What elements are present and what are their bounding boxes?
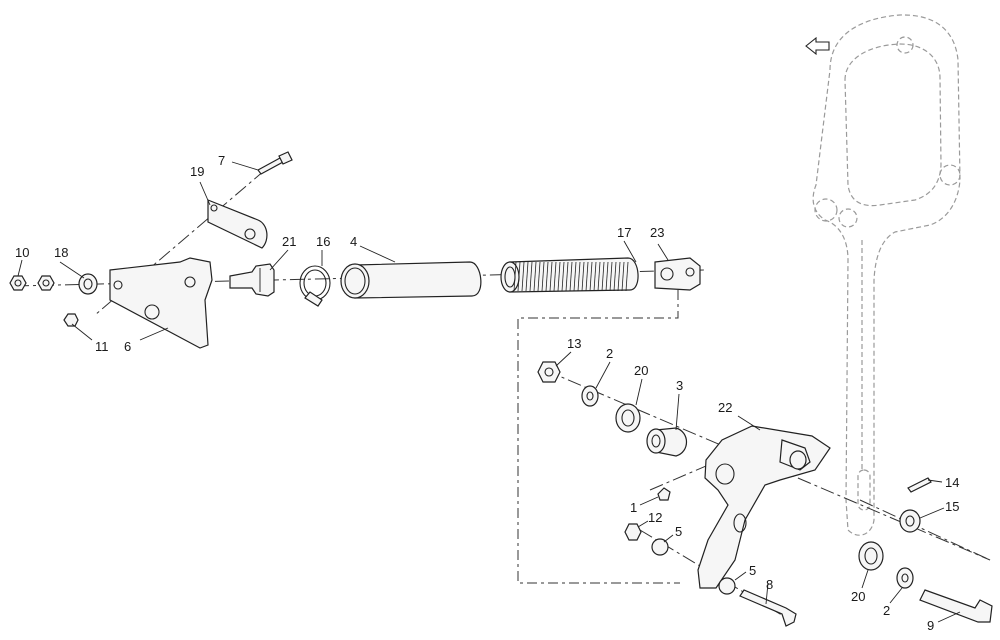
callout-20b: 20 xyxy=(851,589,865,604)
spring-coil xyxy=(605,261,609,292)
washer-part-2a xyxy=(581,385,599,407)
washer-part-20a xyxy=(615,403,641,433)
spring-coil xyxy=(529,261,533,292)
spring-coil xyxy=(569,261,573,292)
callout-labels: 7 19 10 18 11 6 21 16 4 17 23 13 2 20 3 … xyxy=(15,153,959,633)
callout-7: 7 xyxy=(218,153,225,168)
spring-coil xyxy=(537,261,541,292)
nut-part-12 xyxy=(624,523,642,541)
callout-19: 19 xyxy=(190,164,204,179)
washer-part-15 xyxy=(899,509,921,533)
fitting-part-21 xyxy=(229,263,275,297)
pin-part-14 xyxy=(907,477,932,493)
spring-coil xyxy=(593,261,597,292)
tube-part-4 xyxy=(340,261,482,299)
nut-part-10b xyxy=(37,275,55,291)
callout-17: 17 xyxy=(617,225,631,240)
spring-coil xyxy=(513,261,517,292)
callout-2b: 2 xyxy=(883,603,890,618)
bracket-part-6 xyxy=(109,257,213,349)
grease-fitting-part-1 xyxy=(657,487,671,501)
spring-coil xyxy=(609,261,613,292)
spring-coil xyxy=(621,261,625,292)
bushing-part-3 xyxy=(646,427,688,457)
spring-coil xyxy=(541,261,545,292)
spring-coil xyxy=(597,261,601,292)
callout-1: 1 xyxy=(630,500,637,515)
callout-23: 23 xyxy=(650,225,664,240)
callout-8: 8 xyxy=(766,577,773,592)
spring-coil xyxy=(573,261,577,292)
callout-3: 3 xyxy=(676,378,683,393)
callout-4: 4 xyxy=(350,234,357,249)
bushing-part-5b xyxy=(718,577,736,595)
callout-5b: 5 xyxy=(749,563,756,578)
spring-coil xyxy=(533,261,537,292)
spring-coil xyxy=(565,261,569,292)
leader-lines xyxy=(17,161,961,623)
nut-part-13 xyxy=(537,361,561,383)
callout-20a: 20 xyxy=(634,363,648,378)
callout-10: 10 xyxy=(15,245,29,260)
nut-part-11 xyxy=(63,313,79,327)
callout-9: 9 xyxy=(927,618,934,633)
spacer-part-18 xyxy=(78,273,98,295)
callout-12: 12 xyxy=(648,510,662,525)
direction-arrow-icon xyxy=(805,36,830,56)
callout-15: 15 xyxy=(945,499,959,514)
pedal-lever-part-22 xyxy=(697,425,831,589)
callout-2a: 2 xyxy=(606,346,613,361)
ghost-pedal-arm xyxy=(812,14,961,536)
bolt-part-7 xyxy=(257,151,293,175)
spring-coil xyxy=(525,261,529,292)
plate-part-19 xyxy=(207,199,268,249)
spring-coil xyxy=(549,261,553,292)
spring-coil xyxy=(561,261,565,292)
spring-coil xyxy=(581,261,585,292)
washer-part-2b xyxy=(896,567,914,589)
callout-22: 22 xyxy=(718,400,732,415)
callout-21: 21 xyxy=(282,234,296,249)
spring-coil xyxy=(545,261,549,292)
callout-11: 11 xyxy=(95,339,109,354)
bolt-part-8 xyxy=(739,589,797,627)
spring-coil xyxy=(613,261,617,292)
clevis-part-23 xyxy=(654,257,701,291)
spring-coil xyxy=(617,261,621,292)
spring-coil xyxy=(589,261,593,292)
callout-16: 16 xyxy=(316,234,330,249)
spring-coil xyxy=(557,261,561,292)
bolt-part-9 xyxy=(919,589,993,623)
spring-part-17 xyxy=(500,257,639,293)
spring-coil xyxy=(553,261,557,292)
nut-part-10 xyxy=(9,275,27,291)
spring-coil xyxy=(577,261,581,292)
spring-coil xyxy=(625,261,629,292)
washer-part-20b xyxy=(858,541,884,571)
callout-18: 18 xyxy=(54,245,68,260)
callout-5a: 5 xyxy=(675,524,682,539)
bushing-part-5a xyxy=(651,538,669,556)
callout-6: 6 xyxy=(124,339,131,354)
clamp-part-16 xyxy=(299,265,331,307)
spring-coil xyxy=(517,261,521,292)
spring-coil xyxy=(521,261,525,292)
callout-14: 14 xyxy=(945,475,959,490)
callout-13: 13 xyxy=(567,336,581,351)
spring-coil xyxy=(601,261,605,292)
spring-coil xyxy=(585,261,589,292)
